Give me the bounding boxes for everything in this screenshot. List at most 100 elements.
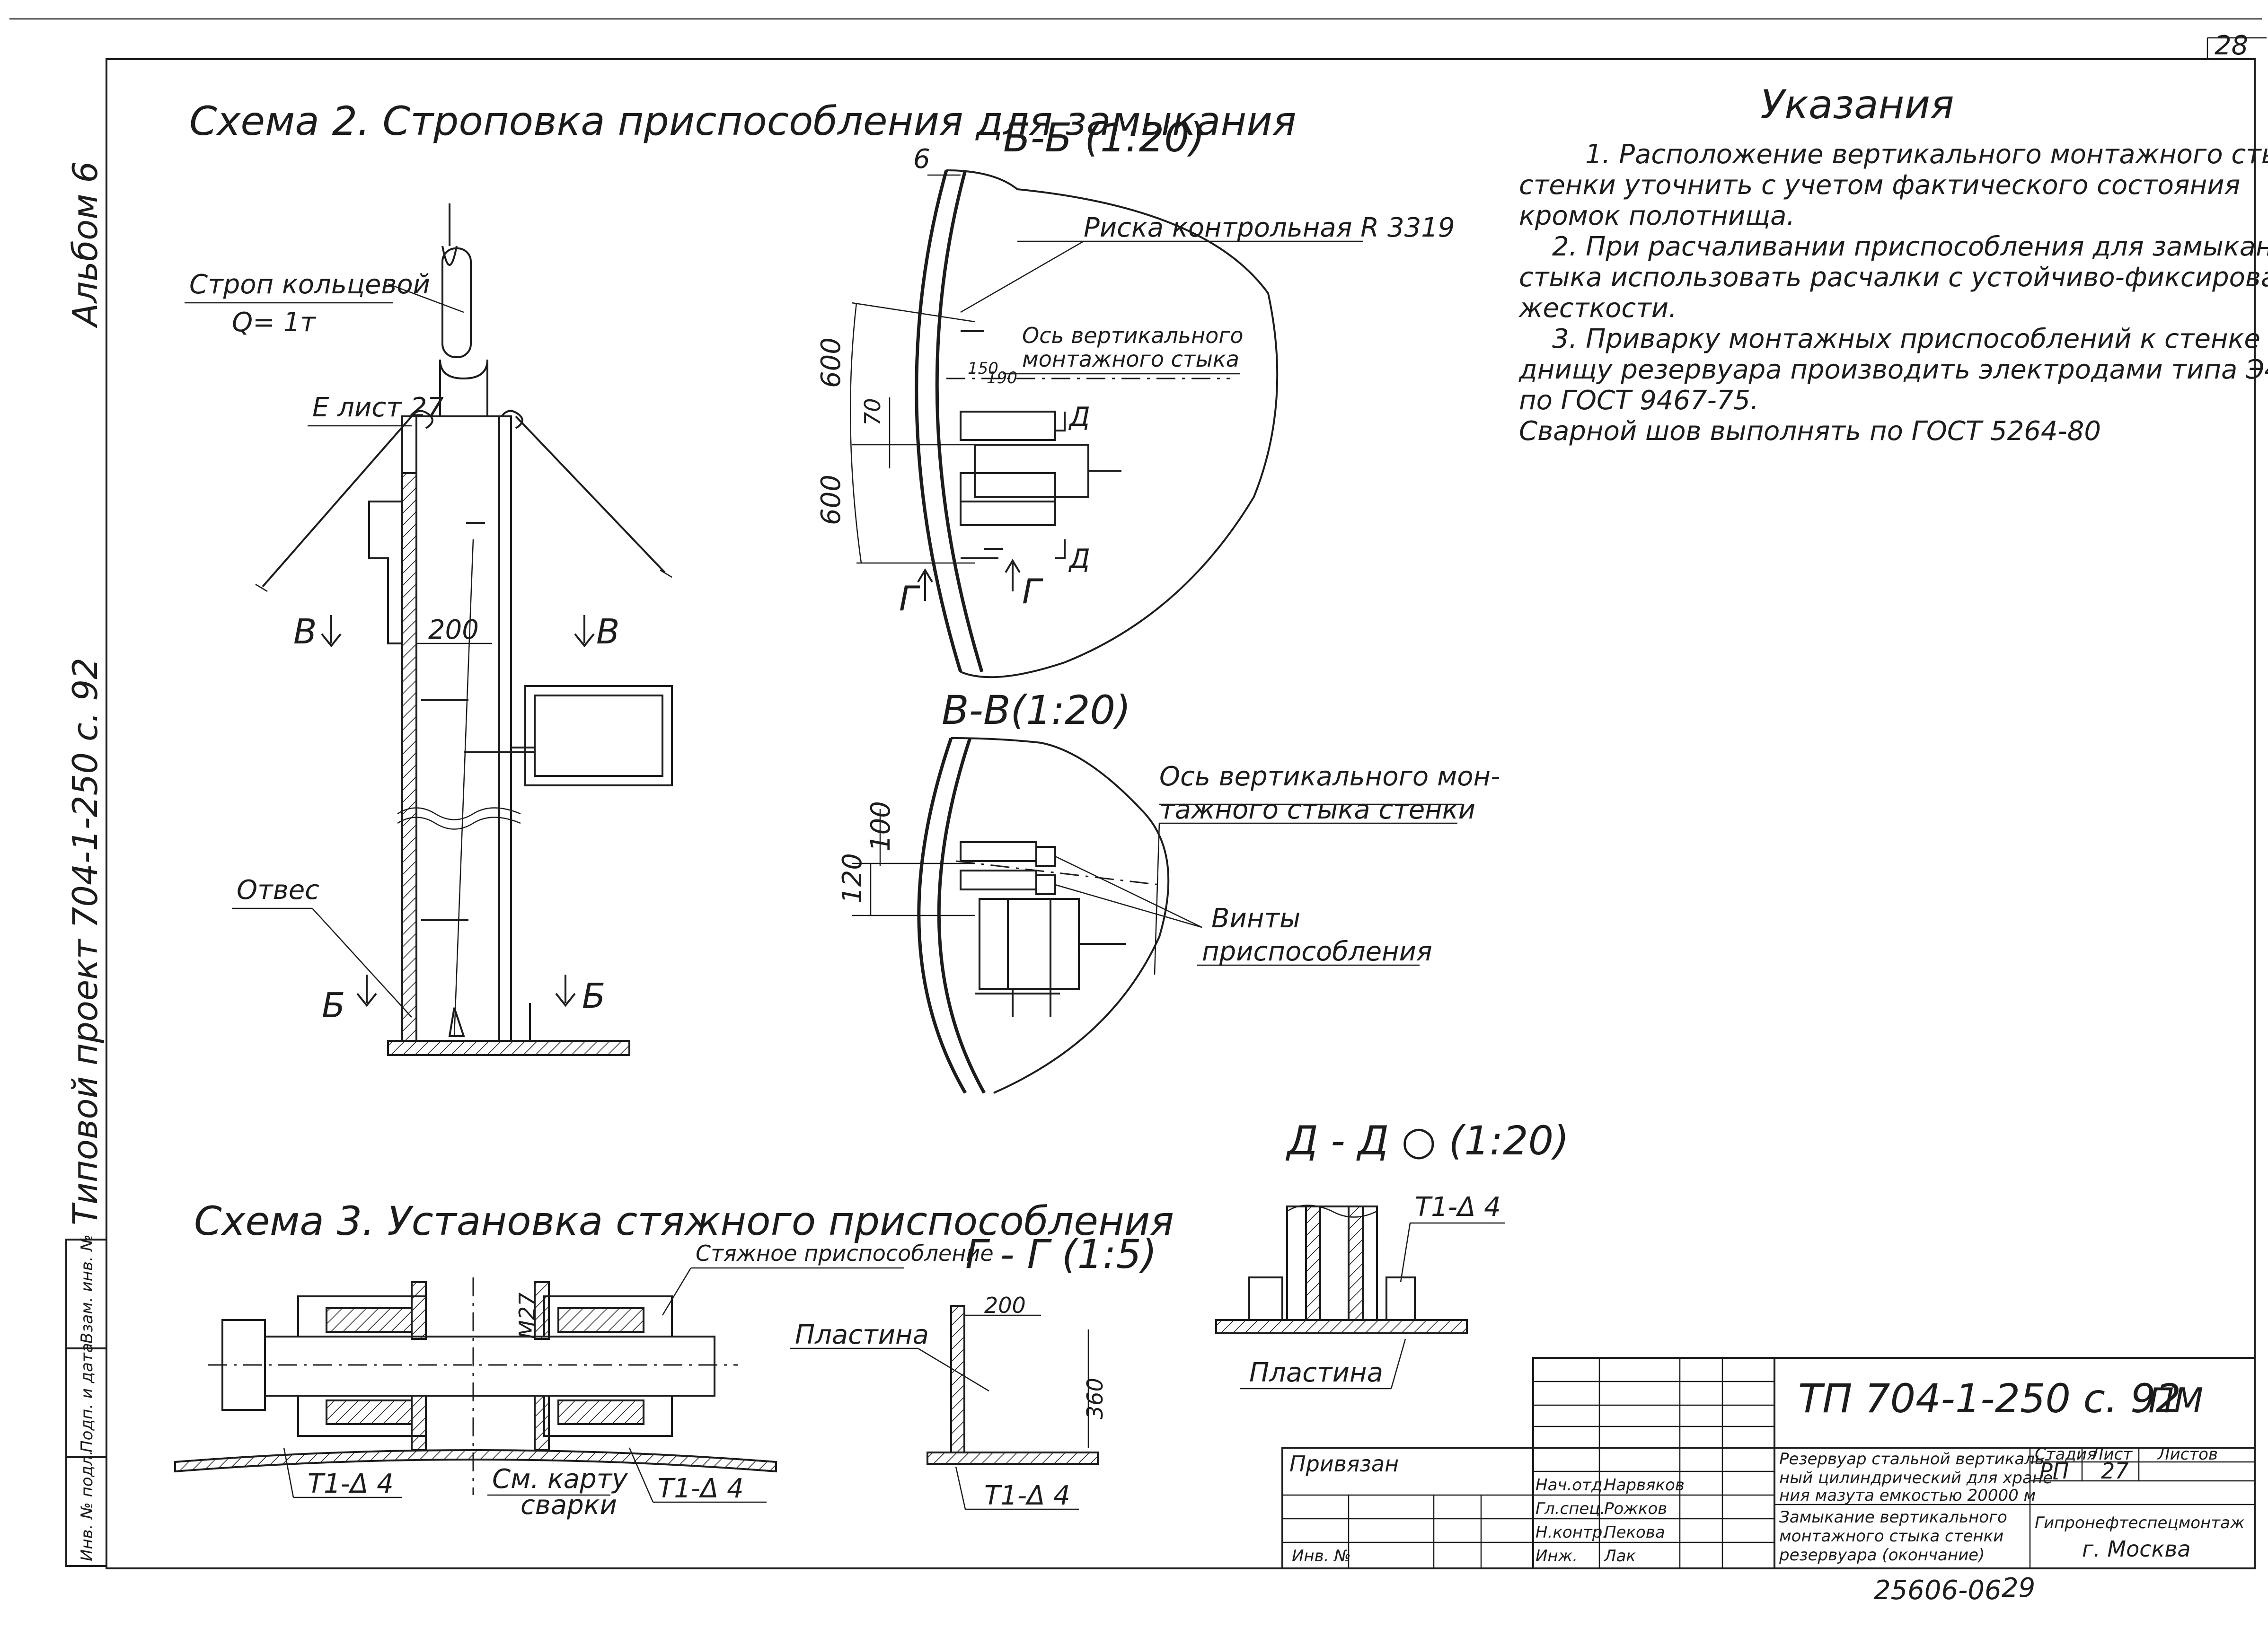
axis-label-vv-2: тажного стыка стенки bbox=[1159, 794, 1475, 825]
note-line-4: 2. При расчаливании приспособления для з… bbox=[1552, 231, 2268, 262]
dim-150: 150 bbox=[968, 359, 998, 378]
section-mark-v-left: В bbox=[293, 612, 317, 651]
name-4: Лак bbox=[1603, 1547, 1636, 1566]
note-line-10: Сварной шов выполнять по ГОСТ 5264-80 bbox=[1519, 416, 2101, 447]
sheets-header: Листов bbox=[2157, 1445, 2218, 1464]
weld-right: Т1-Δ 4 bbox=[658, 1473, 744, 1504]
axis-label-vv-1: Ось вертикального мон- bbox=[1159, 761, 1500, 792]
axis-label-bb-1: Ось вертикального bbox=[1022, 323, 1244, 348]
dd-plate: Пластина bbox=[1249, 1357, 1383, 1388]
stamp-inv-original: Инв. № подл. bbox=[78, 1450, 97, 1561]
note-line-9: по ГОСТ 9467-75. bbox=[1519, 385, 1759, 416]
archive-number: 25606-06 bbox=[1874, 1575, 2002, 1606]
description-2: ный цилиндрический для хране- bbox=[1779, 1469, 2058, 1487]
section-dd-title: Д - Д ○ (1:20) bbox=[1285, 1118, 1569, 1164]
section-vv: В-В(1:20) Ось вертикального мон- тажного… bbox=[837, 687, 1500, 1094]
doc-code: ТП 704-1-250 с. 92 bbox=[1798, 1375, 2181, 1422]
dim-70: 70 bbox=[860, 398, 885, 426]
plumb-label: Отвес bbox=[237, 875, 319, 906]
note-line-6: жесткости. bbox=[1518, 293, 1677, 324]
sling-label: Строп кольцевой bbox=[189, 269, 430, 300]
name-2: Рожков bbox=[1604, 1499, 1667, 1518]
section-gg: Г - Г (1:5) 200 360 Пластина Т1-Δ 4 bbox=[790, 1231, 1157, 1511]
page-number: 28 bbox=[2215, 30, 2248, 61]
project-label: Типовой проект 704-1-250 с. 92 bbox=[65, 658, 105, 1225]
scheme-3: Схема 3. Установка стяжного приспособлен… bbox=[174, 1198, 1174, 1521]
doc-type: ПМ bbox=[2148, 1381, 2203, 1420]
dim-120: 120 bbox=[837, 853, 868, 904]
dim-190: 190 bbox=[987, 369, 1017, 387]
title-block: Привязан Инв. № ТП 704-1-250 с. 92 ПМ На… bbox=[1281, 1357, 2256, 1569]
scheme-2-title: Схема 2. Строповка приспособления для за… bbox=[189, 98, 1296, 144]
gg-weld: Т1-Δ 4 bbox=[984, 1480, 1070, 1511]
archive-page: 29 bbox=[2002, 1573, 2035, 1603]
axis-label-bb-2: монтажного стыка bbox=[1022, 346, 1239, 372]
weld-left: Т1-Δ 4 bbox=[308, 1469, 394, 1499]
gg-dim-360: 360 bbox=[1082, 1378, 1108, 1419]
role-4: Инж. bbox=[1536, 1547, 1578, 1566]
name-3: Пекова bbox=[1604, 1523, 1665, 1542]
dim-100: 100 bbox=[865, 801, 896, 852]
sling-load: Q= 1т bbox=[232, 307, 316, 338]
notes-title: Указания bbox=[1760, 81, 1954, 128]
gg-plate: Пластина bbox=[795, 1320, 929, 1350]
sheet-reference: Е лист 27 bbox=[312, 392, 444, 423]
section-gg-title: Г - Г (1:5) bbox=[965, 1231, 1157, 1277]
note-line-8: днищу резервуара производить электродами… bbox=[1518, 354, 2268, 385]
drawing-title-2: монтажного стыка стенки bbox=[1779, 1527, 2003, 1546]
mark-g-right: Г bbox=[1022, 572, 1043, 611]
stamp-replace-inv: Взам. инв. № bbox=[78, 1234, 97, 1344]
stage-value: РП bbox=[2039, 1458, 2069, 1484]
mark-d-top: Д bbox=[1068, 402, 1090, 432]
drawing-title-3: резервуара (окончание) bbox=[1779, 1546, 1985, 1565]
description-3: ния мазута емкостью 20000 м bbox=[1779, 1486, 2036, 1505]
note-line-5: стыка использовать расчалки с устойчиво-… bbox=[1519, 262, 2268, 293]
dim-600b: 600 bbox=[816, 475, 847, 525]
section-mark-b-left: Б bbox=[322, 986, 345, 1025]
sheet-frame: 28 bbox=[9, 18, 2267, 1569]
section-bb-title: Б-Б (1:20) bbox=[1003, 114, 1205, 161]
screws-label-2: приспособления bbox=[1202, 936, 1432, 967]
note-line-1: 1. Расположение вертикального монтажного… bbox=[1585, 139, 2268, 170]
sheet-header: Лист bbox=[2091, 1445, 2133, 1464]
mark-6: 6 bbox=[913, 144, 930, 175]
mark-g-left: Г bbox=[899, 579, 920, 618]
role-2: Гл.спец. bbox=[1536, 1499, 1605, 1518]
dim-200: 200 bbox=[428, 615, 479, 645]
referenced-label: Привязан bbox=[1289, 1451, 1399, 1477]
dd-weld: Т1-Δ 4 bbox=[1415, 1192, 1501, 1223]
sheet-value: 27 bbox=[2101, 1458, 2129, 1484]
stamp-sign-date: Подп. и дата bbox=[78, 1343, 97, 1452]
description-1: Резервуар стальной вертикаль- bbox=[1779, 1450, 2050, 1469]
dim-600a: 600 bbox=[816, 337, 847, 388]
risk-label: Риска контрольная R 3319 bbox=[1084, 212, 1455, 243]
mark-d-bottom: Д bbox=[1068, 544, 1090, 574]
tension-device-label: Стяжное приспособление bbox=[696, 1241, 994, 1266]
section-dd: Д - Д ○ (1:20) Т1-Δ 4 Пластина bbox=[1215, 1118, 1569, 1390]
sheet-footer: 25606-06 29 bbox=[1874, 1573, 2035, 1606]
section-mark-b-right: Б bbox=[582, 976, 605, 1016]
section-mark-v-right: В bbox=[596, 612, 619, 651]
role-1: Нач.отд. bbox=[1536, 1476, 1607, 1495]
name-1: Нарвяков bbox=[1604, 1476, 1685, 1495]
organization-1: Гипронефтеспецмонтаж bbox=[2035, 1514, 2245, 1532]
gg-dim-200: 200 bbox=[984, 1293, 1026, 1318]
inventory-label: Инв. № bbox=[1292, 1547, 1351, 1566]
album-label: Альбом 6 bbox=[65, 161, 105, 328]
note-line-2: стенки уточнить с учетом фактического со… bbox=[1519, 170, 2240, 201]
organization-2: г. Москва bbox=[2082, 1536, 2191, 1562]
screws-label-1: Винты bbox=[1211, 903, 1300, 934]
see-map-1: См. карту bbox=[492, 1464, 628, 1495]
left-margin: Альбом 6 Типовой проект 704-1-250 с. 92 … bbox=[65, 161, 107, 1567]
section-bb: Б-Б (1:20) 6 Риска контрольная R 3319 Ос… bbox=[816, 114, 1455, 678]
stage-header: Стадия bbox=[2035, 1445, 2096, 1464]
role-3: Н.контр. bbox=[1536, 1523, 1607, 1542]
drawing-title-1: Замыкание вертикального bbox=[1779, 1508, 2007, 1527]
note-line-3: кромок полотнища. bbox=[1519, 201, 1795, 231]
see-map-2: сварки bbox=[521, 1490, 617, 1521]
section-vv-title: В-В(1:20) bbox=[942, 687, 1131, 733]
note-line-7: 3. Приварку монтажных приспособлений к с… bbox=[1552, 324, 2268, 354]
scheme-3-title: Схема 3. Установка стяжного приспособлен… bbox=[194, 1198, 1174, 1244]
scheme-2: Схема 2. Строповка приспособления для за… bbox=[185, 98, 1296, 1056]
